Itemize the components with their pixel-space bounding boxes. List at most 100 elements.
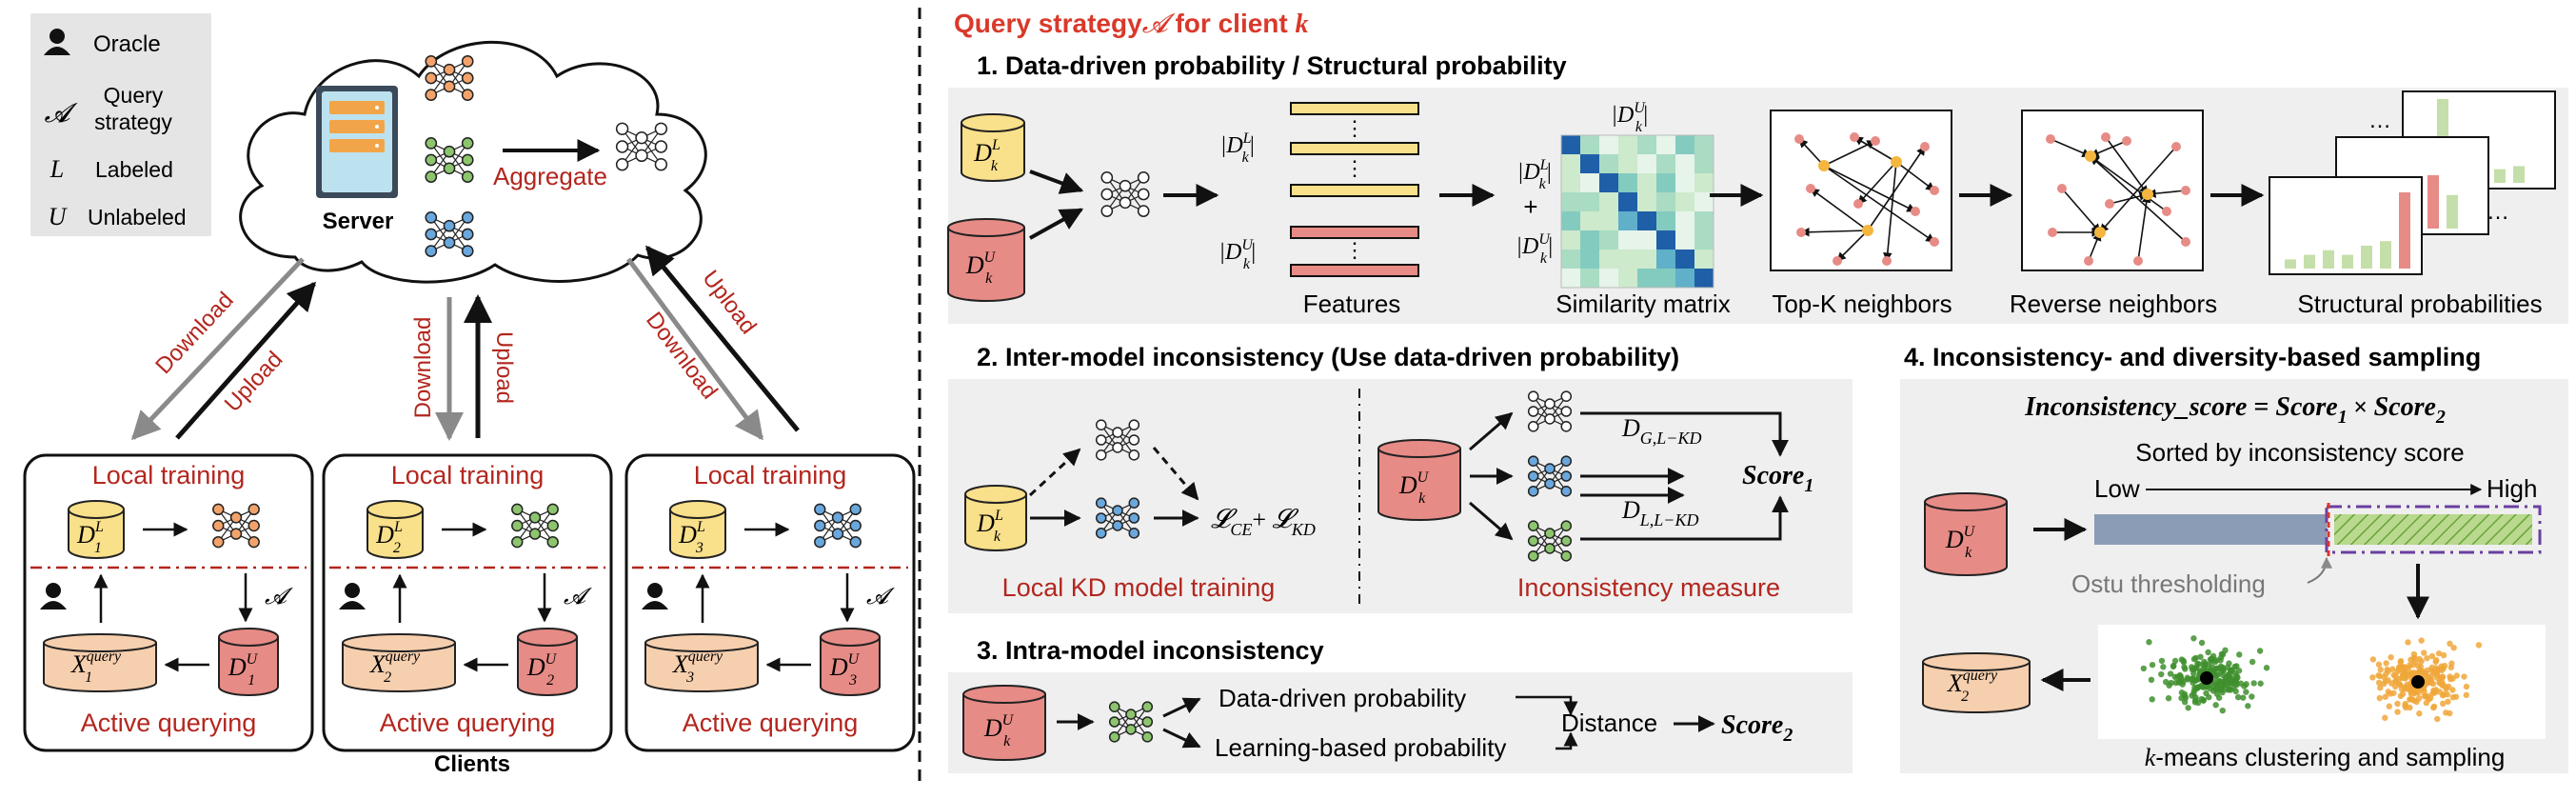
s2-d-ll-line <box>1580 495 1789 541</box>
heatmap-cell <box>1656 173 1675 192</box>
heatmap-cell <box>1599 250 1618 269</box>
heatmap-cell <box>1694 192 1714 211</box>
heatmap-cell <box>1656 269 1675 288</box>
local-kd-label: Local KD model training <box>1002 573 1276 602</box>
heatmap-cell <box>1694 230 1714 250</box>
heatmap-cell <box>1599 135 1618 154</box>
high-score-bar <box>2334 514 2532 545</box>
heatmap-cell <box>1561 135 1580 154</box>
heatmap-cell <box>1599 269 1618 288</box>
heatmap-cell <box>1675 230 1694 250</box>
heatmap-cell <box>1637 192 1656 211</box>
selection-box <box>2325 505 2542 554</box>
inconsistency-score-formula: Inconsistency_score = Score1 × Score2 <box>2024 392 2446 428</box>
struct-ellipsis-2: … <box>2487 199 2509 225</box>
heatmap-cell <box>1561 154 1580 173</box>
data-driven-label: Data-driven probability <box>1219 684 1466 712</box>
prob-bar <box>2447 194 2458 229</box>
otsu-label: Ostu thresholding <box>2071 569 2266 598</box>
heatmap-cell <box>1580 173 1599 192</box>
client1-download-label: Download <box>150 288 239 379</box>
heatmap-cell <box>1694 173 1714 192</box>
legend-query-line2: strategy <box>94 110 172 134</box>
s2-global-model-icon <box>1095 419 1140 461</box>
features-label: Features <box>1303 290 1401 318</box>
heatmap-cell <box>1675 135 1694 154</box>
feat-dots-1: ⋮ <box>1344 116 1365 140</box>
section3-title: 3. Intra-model inconsistency <box>977 636 1324 665</box>
client1-active-querying-label: Active querying <box>81 709 257 737</box>
heatmap-cell <box>1675 250 1694 269</box>
legend: Oracle 𝓐 Query strategy L Labeled U Unla… <box>30 13 211 236</box>
heatmap-cell <box>1561 192 1580 211</box>
heatmap-cell <box>1637 154 1656 173</box>
prob-bar <box>2513 166 2525 183</box>
s2-loss-formula: 𝓛CE+ 𝓛KD <box>1211 505 1316 539</box>
similarity-matrix-heatmap <box>1560 134 1714 289</box>
heatmap-cell <box>1656 250 1675 269</box>
prob-bar <box>2427 175 2439 229</box>
client3-links: Download Upload <box>625 245 800 441</box>
heatmap-cell <box>1675 173 1694 192</box>
learning-based-label: Learning-based probability <box>1215 733 1506 762</box>
inconsistency-global-model-icon <box>1527 390 1573 432</box>
prob-bar <box>2361 246 2372 269</box>
s2-arrow-to-global <box>1028 448 1081 497</box>
prob-bar <box>2399 192 2410 269</box>
prob-bar <box>2380 241 2391 269</box>
client1-oracle-icon <box>40 583 67 609</box>
s1-arrow-dl <box>1029 170 1084 194</box>
clients-caption: Clients <box>434 751 510 777</box>
client2-active-querying-label: Active querying <box>380 709 556 737</box>
heatmap-cell <box>1618 173 1637 192</box>
heatmap-cell <box>1618 230 1637 250</box>
heatmap-cell <box>1618 154 1637 173</box>
heatmap-cell <box>1656 135 1675 154</box>
s3-arrow-up <box>1162 697 1201 718</box>
heatmap-cell <box>1618 192 1637 211</box>
client3-active-querying-label: Active querying <box>683 709 859 737</box>
client2-local-training-label: Local training <box>391 461 545 489</box>
s2-arrow-c <box>1469 501 1514 541</box>
heatmap-cell <box>1675 192 1694 211</box>
topk-label: Top-K neighbors <box>1772 290 1952 318</box>
heatmap-cell <box>1561 173 1580 192</box>
structural-label: Structural probabilities <box>2297 290 2542 318</box>
prob-bar <box>2323 250 2334 269</box>
heatmap-cell <box>1561 211 1580 230</box>
otsu-pointer <box>2307 556 2332 584</box>
heatmap-cell <box>1580 154 1599 173</box>
legend-unlabeled-label: Unlabeled <box>88 205 187 230</box>
heatmap-cell <box>1580 230 1599 250</box>
aggregate-label: Aggregate <box>493 162 607 190</box>
heatmap-cell <box>1561 230 1580 250</box>
prob-bar <box>2285 259 2296 269</box>
heatmap-cell <box>1675 154 1694 173</box>
inconsistency-measure-label: Inconsistency measure <box>1517 573 1780 602</box>
similarity-matrix-label: Similarity matrix <box>1556 290 1730 318</box>
section1-title: 1. Data-driven probability / Structural … <box>977 51 1567 80</box>
d-gl-label: DG,L−KD <box>1621 414 1701 448</box>
heatmap-cell <box>1580 269 1599 288</box>
s2-arrow-global-loss <box>1152 447 1199 501</box>
heatmap-cell <box>1580 211 1599 230</box>
s3-bracket-bottom <box>1556 731 1578 750</box>
heatmap-cell <box>1694 154 1714 173</box>
feat-dots-2: ⋮ <box>1344 156 1365 180</box>
s3-model-icon <box>1108 701 1154 743</box>
legend-unlabeled-symbol: U <box>49 203 69 230</box>
struct-ellipsis-1: … <box>2368 108 2391 133</box>
heatmap-cell <box>1618 269 1637 288</box>
